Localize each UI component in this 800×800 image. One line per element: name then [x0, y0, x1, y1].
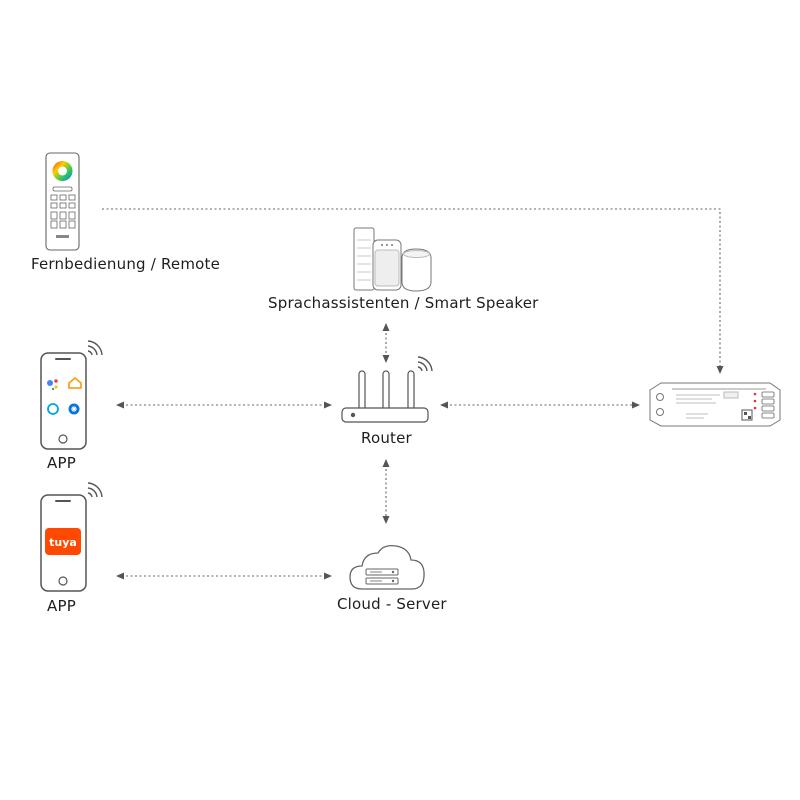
remote-label: Fernbedienung / Remote	[31, 255, 221, 273]
wifi-router-icon	[341, 356, 433, 423]
cloud-server-icon	[349, 545, 425, 590]
speaker-label: Sprachassistenten / Smart Speaker	[268, 294, 539, 312]
app-label: APP	[47, 597, 76, 615]
remote-to-controller-link	[102, 208, 724, 374]
led-controller-icon	[649, 382, 781, 427]
smartphone-tuya-app-icon: tuya	[40, 482, 103, 592]
cloud-server-label: Cloud - Server	[337, 595, 447, 613]
remote-control-icon	[45, 152, 80, 251]
tuya-logo	[45, 528, 81, 555]
smartphone-voice-apps-icon	[40, 340, 103, 450]
smart-speakers-icon	[353, 227, 432, 292]
tuya-brand-text: tuya	[49, 536, 77, 549]
router-label: Router	[361, 429, 412, 447]
app-label: APP	[47, 454, 76, 472]
